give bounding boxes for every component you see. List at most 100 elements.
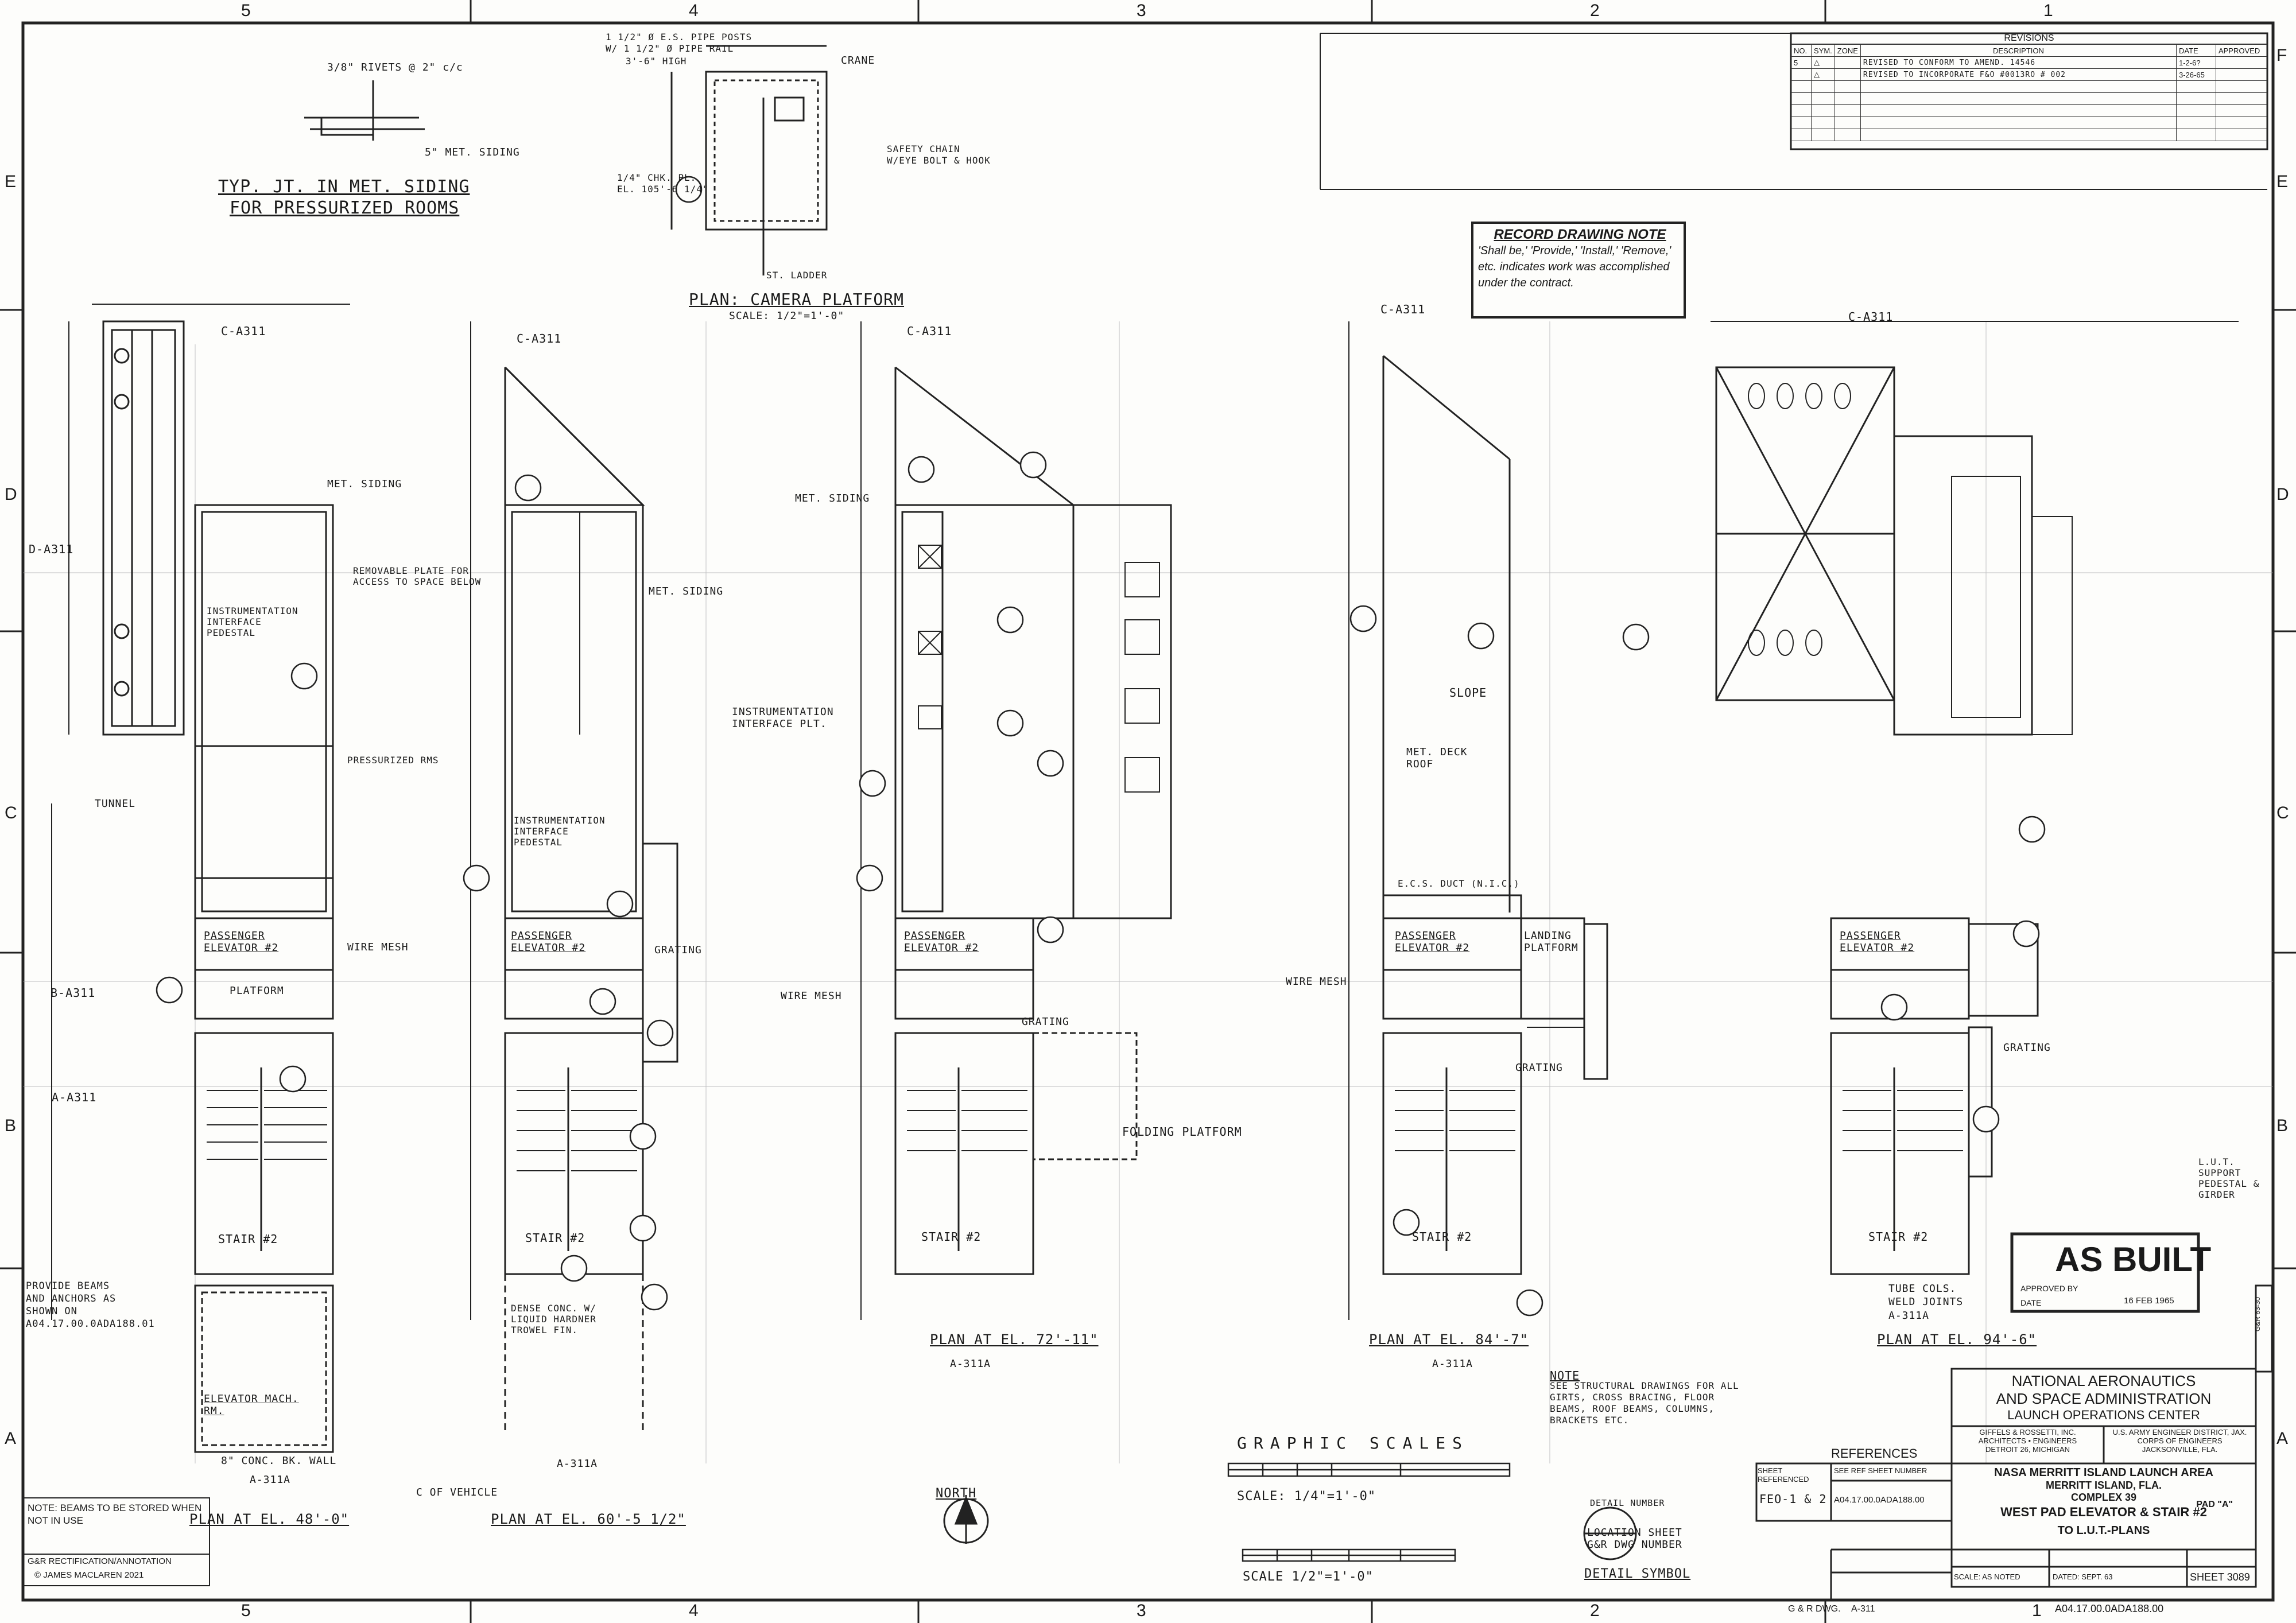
side-tab: G&R 63-30 — [2254, 1296, 2262, 1331]
label-passenger-elevator-3: PASSENGER ELEVATOR #2 — [904, 930, 979, 954]
as-built-approved-label: APPROVED BY — [2020, 1284, 2078, 1293]
plan-ref-el-94: A-311A — [1888, 1310, 1930, 1322]
label-landing-platform: LANDING PLATFORM — [1524, 930, 1578, 954]
label-met-deck-roof: MET. DECK ROOF — [1406, 746, 1468, 770]
label-slope: SLOPE — [1449, 686, 1487, 700]
label-passenger-elevator-2: PASSENGER ELEVATOR #2 — [511, 930, 586, 954]
graphic-scales — [1227, 1462, 1511, 1562]
zone-row-e-right: E — [2276, 172, 2289, 191]
zone-col-3-bottom: 3 — [1137, 1601, 1146, 1620]
zone-col-3-top: 3 — [1137, 1, 1146, 20]
label-stair-3: STAIR #2 — [921, 1230, 982, 1244]
references-col-2: SEE REF SHEET NUMBER — [1834, 1466, 1927, 1475]
as-built-stamp: AS BUILT — [2055, 1240, 2212, 1279]
label-stair-2: STAIR #2 — [525, 1231, 585, 1245]
label-pressurized: PRESSURIZED RMS — [347, 755, 439, 766]
plan-ref-el-84: A-311A — [1432, 1358, 1473, 1370]
graphic-scales-title: GRAPHIC SCALES — [1237, 1434, 1469, 1453]
plan-el-72 — [860, 321, 1172, 1320]
corps-line-1: U.S. ARMY ENGINEER DISTRICT, JAX. — [2112, 1428, 2247, 1436]
revisions-table: REVISIONS NO. SYM. ZONE DESCRIPTION DATE… — [1791, 33, 2267, 141]
label-folding-platform-3: FOLDING PLATFORM — [1122, 1125, 1242, 1139]
structural-note-body: SEE STRUCTURAL DRAWINGS FOR ALL GIRTS, C… — [1550, 1380, 1739, 1426]
camera-note: W/ 1 1/2" Ø PIPE RAIL — [606, 43, 734, 54]
section-marker-b: B-A311 — [51, 986, 96, 1000]
rev-zone — [1834, 68, 1861, 81]
detail-symbol-label: DETAIL SYMBOL — [1584, 1567, 1691, 1581]
project-line-1: NASA MERRITT ISLAND LAUNCH AREA — [1994, 1466, 2213, 1479]
label-met-siding-3: MET. SIDING — [795, 492, 870, 504]
label-passenger-elevator-4: PASSENGER ELEVATOR #2 — [1395, 930, 1470, 954]
zone-col-4-bottom: 4 — [689, 1601, 699, 1620]
title-block-corps: U.S. ARMY ENGINEER DISTRICT, JAX. CORPS … — [2104, 1428, 2256, 1454]
graphic-scale-1: SCALE: 1/4"=1'-0" — [1237, 1489, 1376, 1504]
zone-col-2-top: 2 — [1590, 1, 1600, 20]
revisions-title: REVISIONS — [1791, 33, 2267, 44]
revision-row: △ REVISED TO INCORPORATE F&O #0013RO # 0… — [1791, 68, 2267, 81]
corps-line-3: JACKSONVILLE, FLA. — [2142, 1445, 2218, 1454]
section-marker-c: C-A311 — [1380, 302, 1426, 316]
architect-line-1: GIFFELS & ROSSETTI, INC. — [1979, 1428, 2076, 1436]
camera-note: 1/4" CHK. PL. — [617, 172, 697, 183]
siding-label: 5" MET. SIDING — [425, 146, 520, 158]
detail-symbol-icon — [1583, 1506, 1637, 1560]
label-grating-4: GRATING — [1515, 1062, 1563, 1074]
project-line-4: PAD "A" — [2196, 1500, 2233, 1509]
camera-note: EL. 105'-6 1/4" — [617, 184, 709, 195]
zone-row-b-right: B — [2276, 1116, 2289, 1135]
camera-note: CRANE — [841, 55, 875, 67]
camera-platform-scale: SCALE: 1/2"=1'-0" — [729, 310, 845, 322]
zone-row-a-left: A — [5, 1429, 17, 1448]
label-wire-mesh-4: WIRE MESH — [1286, 976, 1347, 988]
agency-line-1: NATIONAL AERONAUTICS — [2011, 1372, 2196, 1389]
section-marker-c: C-A311 — [517, 332, 562, 345]
reference-sheet-1: FEO-1 & 2 — [1759, 1492, 1827, 1506]
zone-row-d-left: D — [5, 485, 17, 504]
zone-col-5-bottom: 5 — [241, 1601, 251, 1620]
credit-line-1: G&R RECTIFICATION/ANNOTATION — [28, 1556, 172, 1566]
camera-note: 3'-6" HIGH — [626, 56, 687, 67]
plan-title-el-72: PLAN AT EL. 72'-11" — [930, 1331, 1099, 1348]
rev-approved — [2216, 56, 2267, 69]
plan-el-48 — [51, 304, 350, 1453]
plan-title-el-60: PLAN AT EL. 60'-5 1/2" — [491, 1511, 686, 1527]
title-block-agency: NATIONAL AERONAUTICS AND SPACE ADMINISTR… — [1952, 1369, 2256, 1426]
title-block-architect: GIFFELS & ROSSETTI, INC. ARCHITECTS • EN… — [1952, 1428, 2104, 1454]
outer-border — [21, 21, 2275, 1602]
camera-note: W/EYE BOLT & HOOK — [887, 155, 991, 166]
zone-row-c-left: C — [5, 803, 17, 822]
rev-header-approved: APPROVED — [2216, 44, 2267, 57]
rev-header-no: NO. — [1791, 44, 1812, 57]
label-elevator-mach: ELEVATOR MACH. RM. — [204, 1393, 299, 1417]
rev-no — [1791, 68, 1812, 81]
label-instrumentation-plate: INSTRUMENTATION INTERFACE PLT. — [732, 706, 834, 730]
plan-ref-el-60: A-311A — [557, 1458, 598, 1470]
project-line-2: MERRITT ISLAND, FLA. — [2046, 1480, 2162, 1491]
section-marker-c: C-A311 — [221, 324, 266, 338]
beams-stored-note: NOTE: BEAMS TO BE STORED WHEN NOT IN USE — [28, 1502, 202, 1526]
detail-callouts — [156, 176, 2046, 1317]
siding-detail-title-2: FOR PRESSURIZED ROOMS — [230, 198, 460, 218]
rev-zone — [1834, 56, 1861, 69]
corps-line-2: CORPS OF ENGINEERS — [2137, 1436, 2223, 1445]
sheet-title-2: TO L.U.T.-PLANS — [2057, 1524, 2150, 1537]
revision-row — [1791, 104, 2267, 117]
record-note-box — [1471, 222, 1686, 319]
label-ecs-duct: E.C.S. DUCT (N.I.C.) — [1398, 878, 1520, 889]
location-sheet-label: LOCATION SHEET G&R DWG NUMBER — [1587, 1527, 1682, 1551]
label-grating-2: GRATING — [654, 944, 702, 956]
record-note-body: 'Shall be,' 'Provide,' 'Install,' 'Remov… — [1478, 244, 1671, 289]
zone-col-1-bottom: 1 — [2032, 1601, 2042, 1620]
siding-detail-title-1: TYP. JT. IN MET. SIDING — [218, 177, 470, 197]
label-platform: PLATFORM — [230, 985, 284, 997]
label-wire-mesh-3: WIRE MESH — [781, 990, 842, 1002]
project-line-3: COMPLEX 39 — [2070, 1492, 2137, 1503]
rev-description: REVISED TO CONFORM TO AMEND. 14546 — [1860, 56, 2177, 69]
label-wire-mesh: WIRE MESH — [347, 941, 409, 953]
zone-col-5-top: 5 — [241, 1, 251, 20]
label-instrumentation: INSTRUMENTATION INTERFACE PEDESTAL — [207, 605, 298, 638]
zone-row-f-right: F — [2276, 46, 2287, 65]
graphic-scale-2: SCALE 1/2"=1'-0" — [1243, 1570, 1374, 1584]
record-drawing-note: RECORD DRAWING NOTE 'Shall be,' 'Provide… — [1478, 227, 1682, 291]
